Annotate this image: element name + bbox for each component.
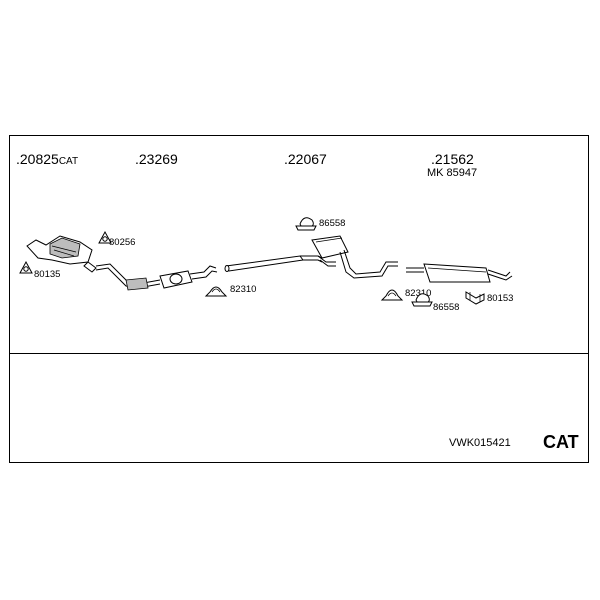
- catalyst-type-label: CAT: [543, 432, 579, 452]
- part-label-80153: 80153: [487, 293, 514, 304]
- part-label-80135: 80135: [34, 269, 61, 280]
- part-label-86558-front: 86558: [319, 218, 346, 229]
- part-label-80256: 80256: [109, 237, 136, 248]
- part-label-82310-rear: 82310: [405, 288, 432, 299]
- rubber-hanger-86558-front: [295, 217, 317, 231]
- section-suffix: CAT: [58, 156, 79, 167]
- rubber-hanger-86558-rear: [411, 293, 433, 307]
- flange-gasket-80256: [98, 230, 112, 244]
- pipe-clamp-80153: [465, 291, 485, 305]
- front-pipe-23269: [95, 263, 218, 291]
- rear-silencer-21562: [406, 263, 513, 283]
- section-20825-label: .20825CAT: [16, 151, 78, 169]
- hanger-ring-82310-rear: [380, 289, 404, 301]
- section-23269-label: .23269: [135, 151, 178, 167]
- hanger-ring-82310-front: [204, 286, 228, 297]
- section-22067-label: .22067: [284, 151, 327, 167]
- catalytic-converter-20825: [26, 235, 97, 273]
- middle-silencer-22067: [224, 235, 398, 279]
- mounting-kit-label: MK 85947: [427, 167, 478, 179]
- diagram-frame: [9, 135, 589, 463]
- flange-gasket-80135: [19, 260, 33, 274]
- footer-divider: [9, 353, 589, 354]
- part-label-82310-front: 82310: [230, 284, 257, 295]
- section-number: .20825: [16, 151, 59, 167]
- part-label-86558-rear: 86558: [433, 302, 460, 313]
- diagram-code: VWK015421: [449, 437, 511, 449]
- section-21562-label: .21562: [431, 151, 474, 167]
